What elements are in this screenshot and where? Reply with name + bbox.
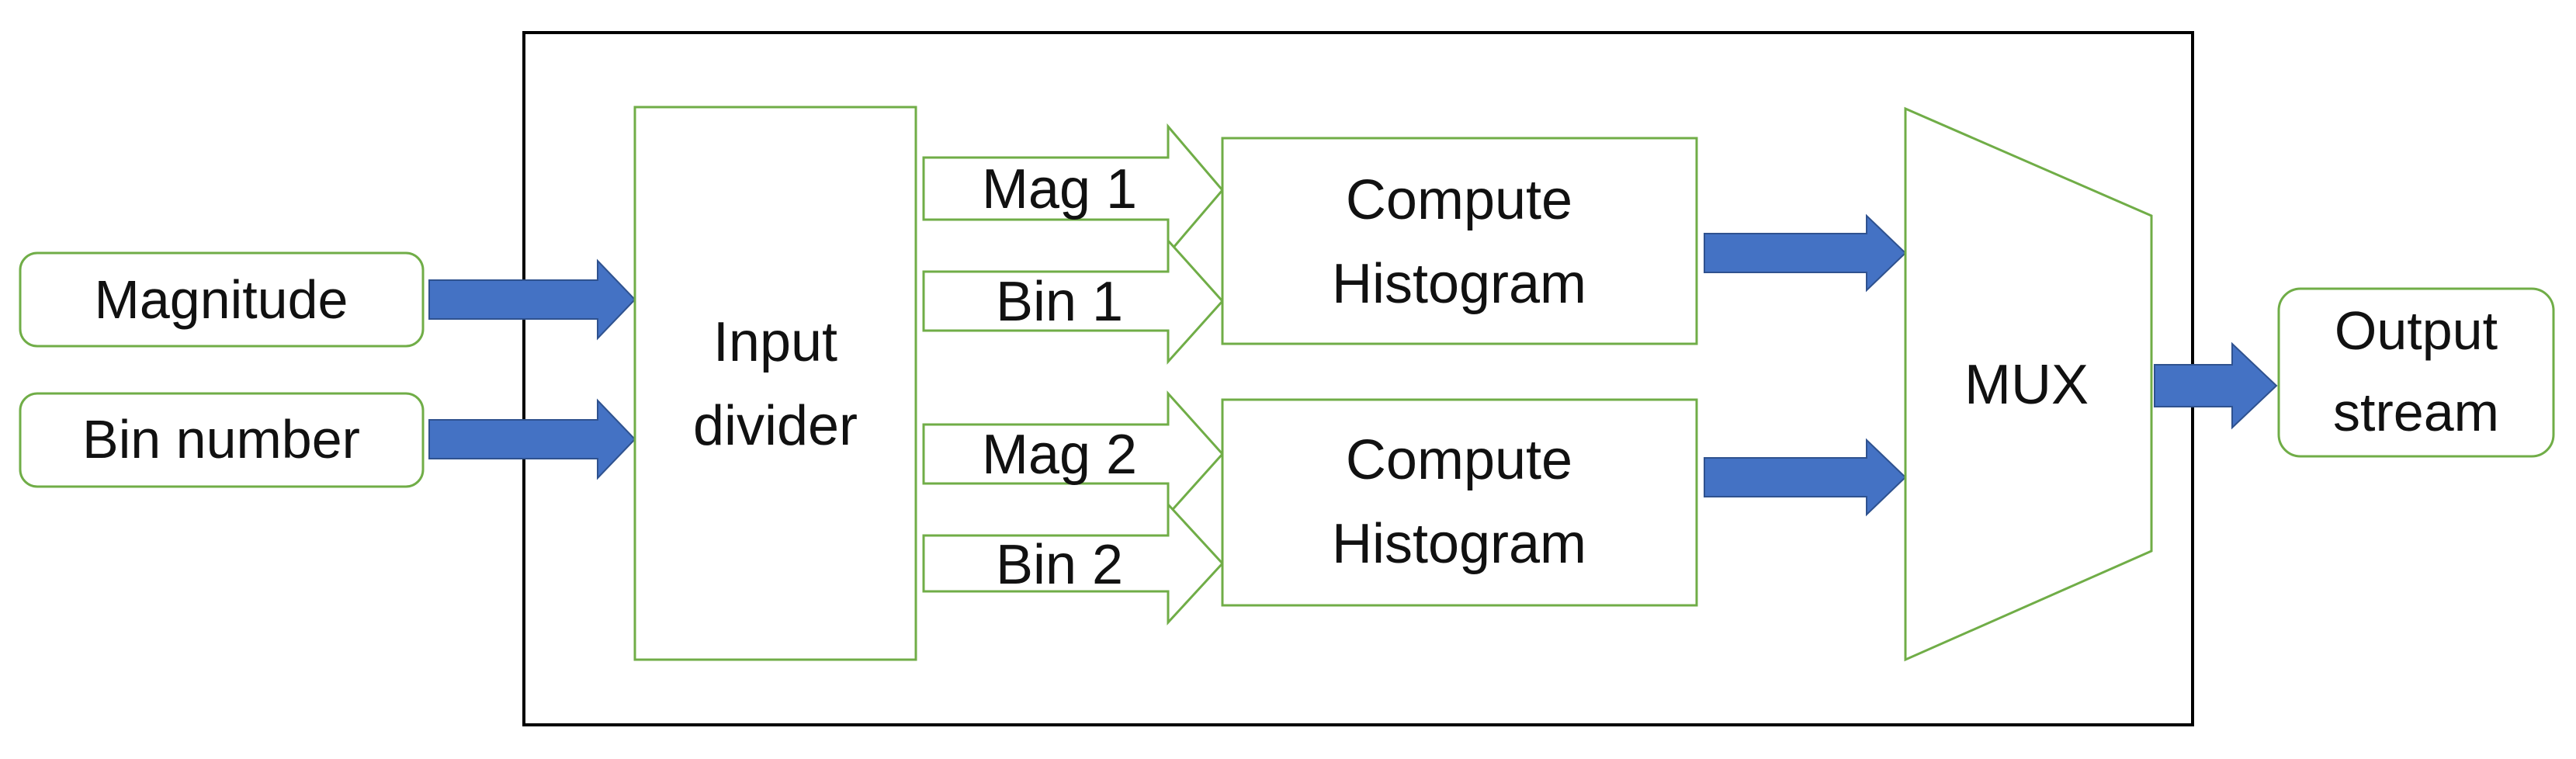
histogram2-to-mux-arrow [1704, 438, 1907, 517]
compute-histogram-box-1 [1221, 137, 1698, 345]
input-divider-label-line2: divider [693, 395, 858, 457]
input-divider-label-line1: Input [713, 311, 837, 373]
bin-number-arrow [428, 398, 636, 480]
magnitude-arrow [428, 258, 636, 341]
mag2-label: Mag 2 [982, 424, 1137, 486]
mux-label: MUX [1964, 354, 2089, 416]
bin-number-input-box [19, 392, 425, 488]
histogram1-to-mux-arrow [1704, 213, 1907, 293]
compute-histogram-2-line1: Compute [1346, 429, 1572, 491]
compute-histogram-1-line1: Compute [1346, 169, 1572, 231]
bin2-label: Bin 2 [996, 534, 1123, 596]
mag1-arrow [922, 123, 1224, 258]
mux-to-output-arrow [2154, 341, 2278, 430]
output-stream-box [2277, 287, 2555, 458]
bin-number-input-label: Bin number [82, 409, 360, 470]
compute-histogram-1-line2: Histogram [1332, 253, 1586, 315]
compute-histogram-2-line2: Histogram [1332, 513, 1586, 575]
output-stream-line1: Output [2335, 300, 2498, 361]
bin1-arrow [922, 237, 1225, 365]
magnitude-input-label: Magnitude [95, 269, 348, 330]
input-divider-box [633, 106, 917, 661]
mag1-label: Mag 1 [982, 158, 1137, 220]
bin1-label: Bin 1 [996, 271, 1123, 333]
magnitude-input-box [19, 251, 425, 348]
bin2-arrow [922, 501, 1225, 626]
compute-histogram-box-2 [1221, 398, 1698, 607]
mag2-arrow [922, 390, 1225, 518]
mux-block [1904, 106, 2153, 662]
output-stream-line2: stream [2333, 382, 2499, 442]
